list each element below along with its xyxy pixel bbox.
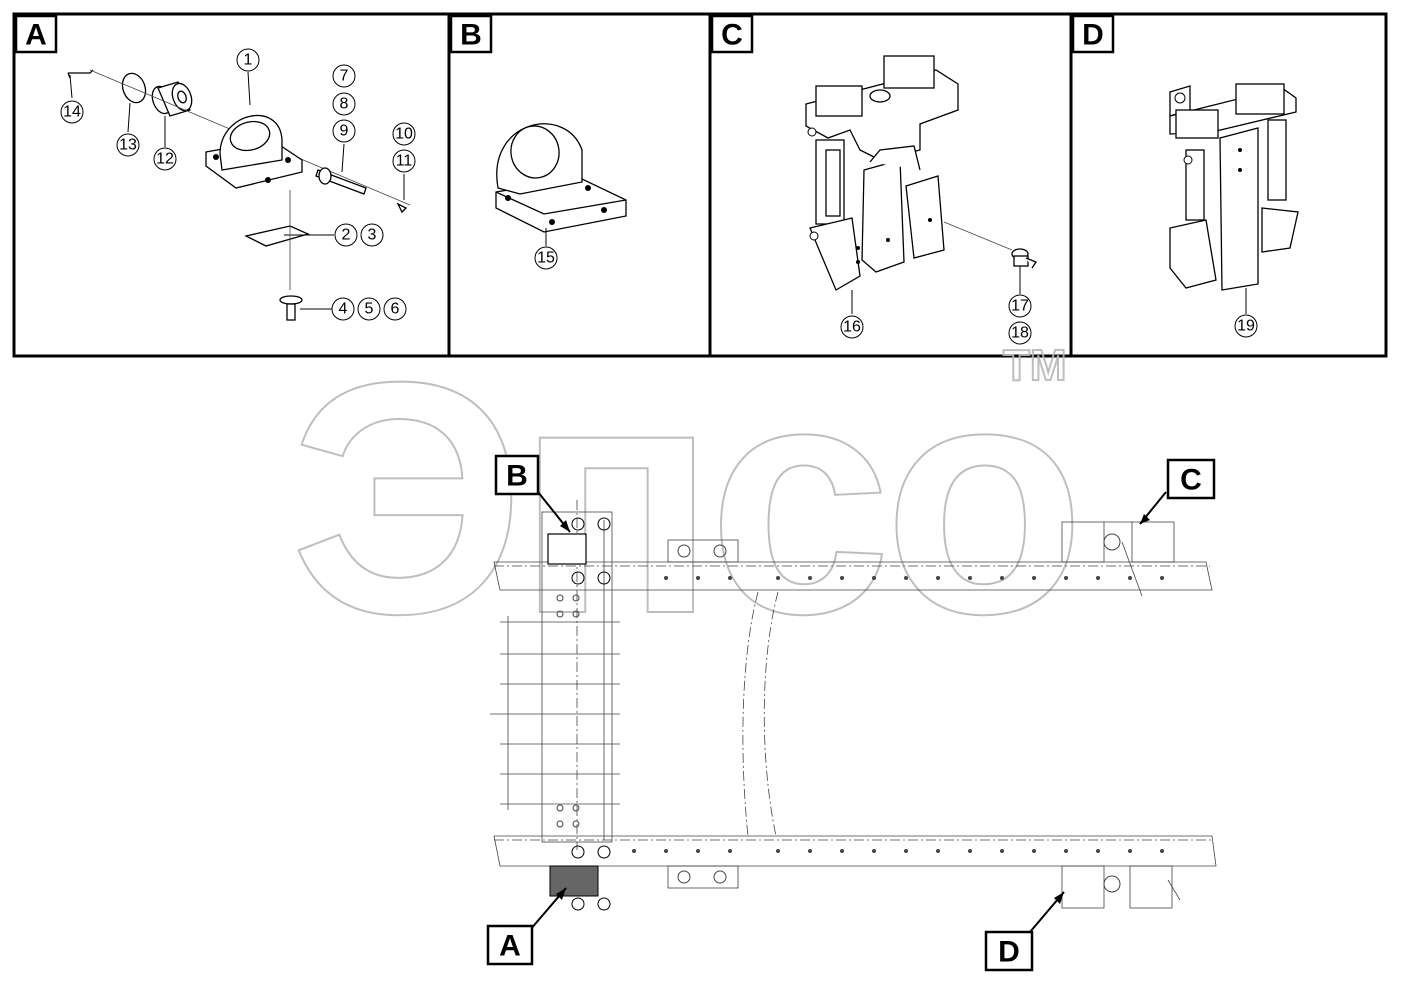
svg-text:D: D (1082, 19, 1104, 52)
svg-text:A: A (499, 930, 521, 963)
callout-12: 12 (153, 147, 177, 171)
callout-14: 14 (60, 100, 84, 124)
svg-text:B: B (460, 19, 482, 52)
svg-text:15: 15 (537, 250, 555, 267)
callout-15: 15 (534, 246, 558, 270)
svg-text:7: 7 (340, 68, 349, 85)
svg-text:16: 16 (843, 319, 861, 336)
svg-text:6: 6 (391, 301, 400, 318)
panel-a-drawing (67, 69, 411, 321)
svg-text:10: 10 (395, 126, 413, 143)
callout-2: 2 (334, 223, 358, 247)
svg-text:19: 19 (1237, 318, 1255, 335)
panel-label-d: D (1071, 14, 1115, 54)
callout-9: 9 (332, 119, 356, 143)
svg-text:11: 11 (396, 153, 413, 170)
panel-b-drawing (495, 123, 627, 246)
svg-text:2: 2 (342, 227, 351, 244)
callout-18: 18 (1008, 321, 1032, 345)
svg-text:TM: TM (1003, 341, 1067, 390)
svg-text:4: 4 (339, 301, 348, 318)
callout-13: 13 (116, 133, 140, 157)
svg-text:14: 14 (63, 104, 81, 121)
callout-11: 11 (392, 149, 416, 173)
svg-text:B: B (506, 460, 528, 493)
panel-d-drawing (1169, 83, 1299, 314)
svg-text:3: 3 (368, 227, 377, 244)
svg-text:C: C (721, 19, 743, 52)
location-label-a: A (486, 924, 534, 966)
callout-17: 17 (1008, 294, 1032, 318)
panel-label-c: C (710, 14, 754, 54)
svg-text:1: 1 (244, 52, 253, 69)
callout-16: 16 (840, 315, 864, 339)
svg-text:Эпсо: Эпсо (290, 313, 1077, 682)
callout-7: 7 (332, 64, 356, 88)
svg-text:9: 9 (340, 123, 349, 140)
panel-label-a: A (14, 14, 58, 54)
svg-text:A: A (25, 19, 47, 52)
svg-text:17: 17 (1011, 298, 1029, 315)
callout-10: 10 (392, 122, 416, 146)
frame-plan-view (490, 491, 1217, 933)
svg-text:C: C (1180, 464, 1202, 497)
svg-text:5: 5 (365, 301, 374, 318)
callout-19: 19 (1234, 314, 1258, 338)
callout-6: 6 (383, 297, 407, 321)
svg-text:13: 13 (119, 137, 137, 154)
svg-text:18: 18 (1011, 325, 1029, 342)
callout-3: 3 (360, 223, 384, 247)
location-label-b: B (494, 454, 540, 496)
location-label-c: C (1166, 458, 1216, 500)
svg-text:8: 8 (340, 96, 349, 113)
callout-4: 4 (331, 297, 355, 321)
callout-8: 8 (332, 92, 356, 116)
callout-5: 5 (357, 297, 381, 321)
svg-text:D: D (998, 936, 1020, 969)
panel-c-drawing (805, 55, 1037, 314)
panel-label-b: B (449, 14, 493, 54)
callouts: 1 2 3 4 5 6 7 8 9 10 11 12 13 14 15 16 1… (60, 48, 1258, 345)
callout-1: 1 (236, 48, 260, 72)
location-label-d: D (984, 930, 1034, 972)
detail-panels (12, 12, 1388, 358)
watermark-logo: Эпсо TM (289, 312, 1086, 683)
svg-text:12: 12 (156, 151, 174, 168)
